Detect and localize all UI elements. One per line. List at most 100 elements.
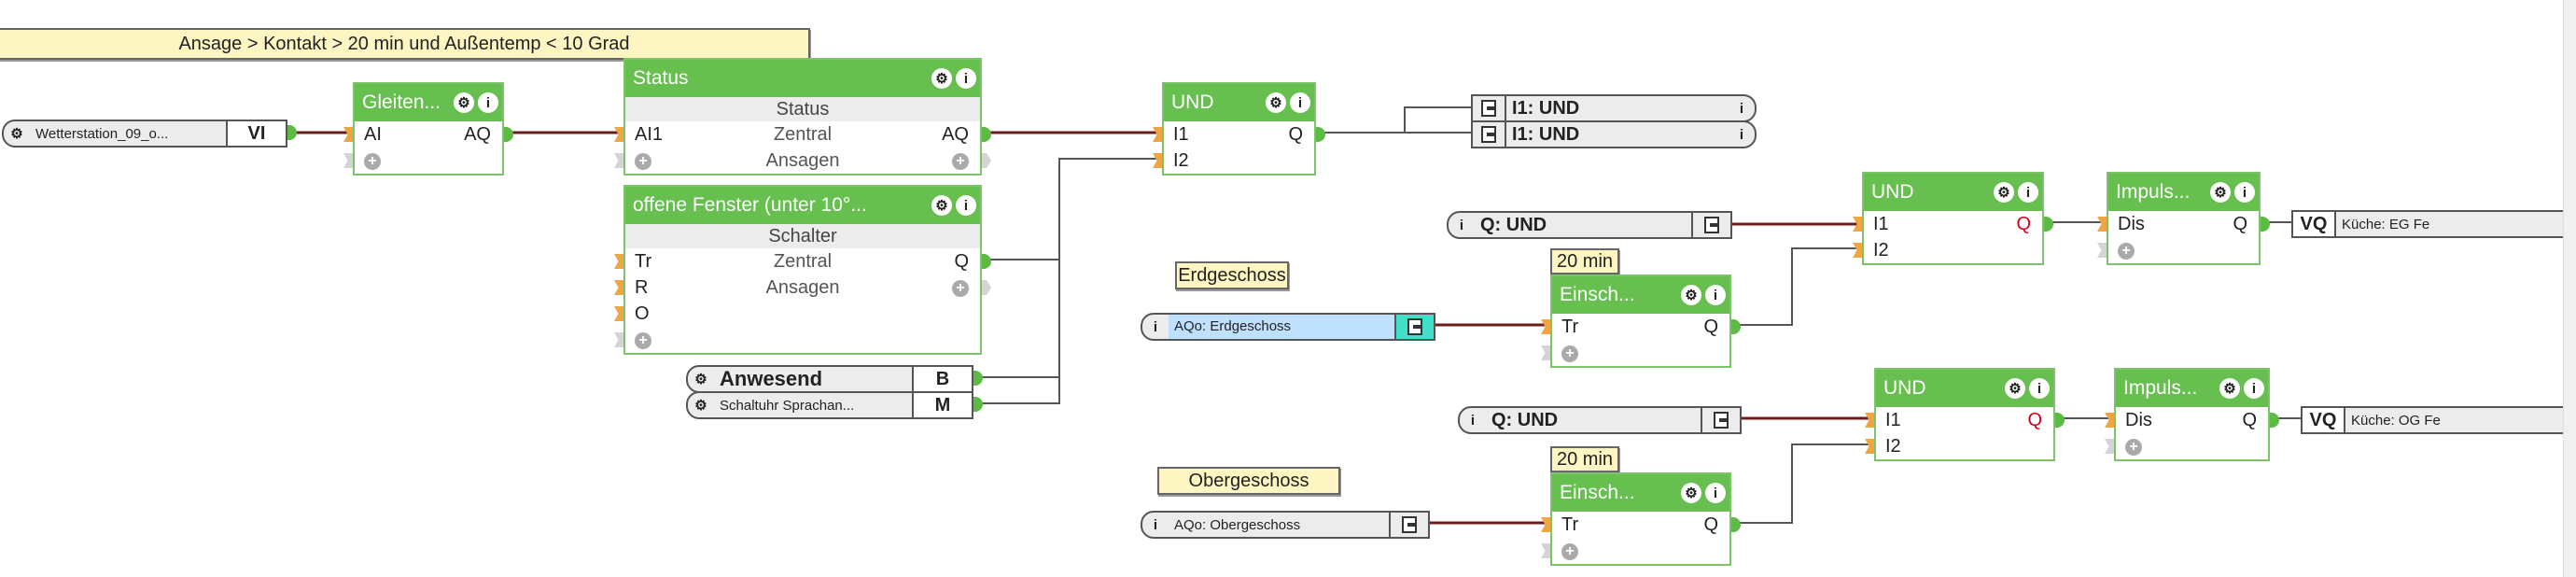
comment-erdgeschoss[interactable]: Erdgeschoss xyxy=(1175,261,1289,289)
block-header[interactable]: Einsch...⚙i xyxy=(1552,474,1729,512)
add-input-button[interactable]: + xyxy=(1561,538,1578,564)
info-icon[interactable]: i xyxy=(1459,217,1464,233)
info-icon[interactable]: i xyxy=(956,195,976,216)
gear-icon[interactable]: ⚙ xyxy=(2219,378,2240,399)
input-connector[interactable] xyxy=(1153,153,1162,168)
output-connector[interactable] xyxy=(2261,217,2270,232)
output-connector[interactable] xyxy=(982,127,991,142)
input-connector[interactable] xyxy=(614,127,623,142)
output-connector[interactable] xyxy=(287,125,297,140)
input-connector[interactable] xyxy=(2097,243,2107,258)
gear-icon[interactable]: ⚙ xyxy=(1994,182,2014,203)
input-connector[interactable] xyxy=(1541,517,1550,532)
gear-icon[interactable]: ⚙ xyxy=(931,68,952,89)
gear-icon[interactable]: ⚙ xyxy=(694,398,707,414)
input-connector[interactable] xyxy=(1541,543,1550,558)
output-connector[interactable] xyxy=(1731,319,1741,334)
block-header[interactable]: Impuls...⚙i xyxy=(2116,370,2268,407)
output-ref-button[interactable] xyxy=(1473,122,1506,147)
gear-icon[interactable]: ⚙ xyxy=(454,92,474,113)
info-icon[interactable]: i xyxy=(2018,182,2038,203)
info-icon[interactable]: i xyxy=(1705,483,1726,503)
input-connector[interactable] xyxy=(614,254,623,269)
gear-icon[interactable]: ⚙ xyxy=(2210,182,2231,203)
info-icon[interactable]: i xyxy=(1290,92,1310,113)
connection-wire[interactable] xyxy=(1731,443,1874,524)
output-connector[interactable] xyxy=(2270,413,2279,428)
block-header[interactable]: Gleiten...⚙i xyxy=(355,84,502,121)
info-icon[interactable]: i xyxy=(1705,285,1726,305)
input-connector[interactable] xyxy=(2105,439,2114,454)
add-input-button[interactable]: + xyxy=(2125,433,2142,459)
output-connector[interactable] xyxy=(504,127,513,142)
input-connector[interactable] xyxy=(2097,217,2107,232)
input-connector[interactable] xyxy=(343,127,353,142)
add-input-button[interactable]: + xyxy=(635,148,651,174)
info-icon[interactable]: i xyxy=(1470,412,1476,429)
output-ref-button[interactable] xyxy=(1691,213,1730,237)
add-input-button[interactable]: + xyxy=(2118,237,2135,263)
ref-schaltuhr[interactable]: ⚙Schaltuhr Sprachan...M xyxy=(686,391,973,419)
output-connector[interactable] xyxy=(973,371,983,386)
output-connector[interactable] xyxy=(1316,127,1325,142)
output-connector[interactable] xyxy=(2044,217,2053,232)
connection-wire[interactable] xyxy=(971,260,1060,404)
info-icon[interactable]: i xyxy=(1739,100,1744,117)
info-icon[interactable]: i xyxy=(1153,318,1158,335)
ref-wetter[interactable]: ⚙Wetterstation_09_o...VI xyxy=(2,120,287,148)
input-connector[interactable] xyxy=(1541,319,1550,334)
block-header[interactable]: Einsch...⚙i xyxy=(1552,276,1729,314)
output-ref-button[interactable] xyxy=(1389,513,1428,537)
block-header[interactable]: UND⚙i xyxy=(1876,370,2053,407)
block-header[interactable]: Impuls...⚙i xyxy=(2108,174,2259,211)
block-header[interactable]: UND⚙i xyxy=(1164,84,1314,121)
connection-wire[interactable] xyxy=(1731,247,1862,326)
block-header[interactable]: UND⚙i xyxy=(1864,174,2042,211)
vertical-scrollbar[interactable] xyxy=(2563,0,2576,577)
output-ref-button[interactable] xyxy=(1394,315,1434,339)
connection-wire[interactable] xyxy=(1316,106,1471,134)
output-connector[interactable] xyxy=(982,280,991,295)
input-connector[interactable] xyxy=(1865,413,1874,428)
info-icon[interactable]: i xyxy=(2244,378,2264,399)
gear-icon[interactable]: ⚙ xyxy=(1681,483,1701,503)
gear-icon[interactable]: ⚙ xyxy=(1266,92,1286,113)
info-icon[interactable]: i xyxy=(2234,182,2255,203)
connection-wire[interactable] xyxy=(982,158,1162,260)
info-icon[interactable]: i xyxy=(956,68,976,89)
input-connector[interactable] xyxy=(343,153,353,168)
input-connector[interactable] xyxy=(1153,127,1162,142)
output-connector[interactable] xyxy=(1731,517,1741,532)
gear-icon[interactable]: ⚙ xyxy=(10,126,23,142)
gear-icon[interactable]: ⚙ xyxy=(1681,285,1701,305)
output-connector[interactable] xyxy=(2055,413,2065,428)
timer-comment-og[interactable]: 20 min xyxy=(1550,446,1619,472)
block-header[interactable]: offene Fenster (unter 10°...⚙i xyxy=(625,187,980,224)
info-icon[interactable]: i xyxy=(478,92,498,113)
timer-comment-eg[interactable]: 20 min xyxy=(1550,248,1619,274)
info-icon[interactable]: i xyxy=(1739,126,1744,143)
input-connector[interactable] xyxy=(614,153,623,168)
add-output-button[interactable]: + xyxy=(952,148,969,174)
add-input-button[interactable]: + xyxy=(1561,340,1578,366)
comment-obergeschoss[interactable]: Obergeschoss xyxy=(1157,467,1340,495)
input-connector[interactable] xyxy=(614,280,623,295)
info-icon[interactable]: i xyxy=(1153,516,1158,533)
block-header[interactable]: Status⚙i xyxy=(625,60,980,97)
